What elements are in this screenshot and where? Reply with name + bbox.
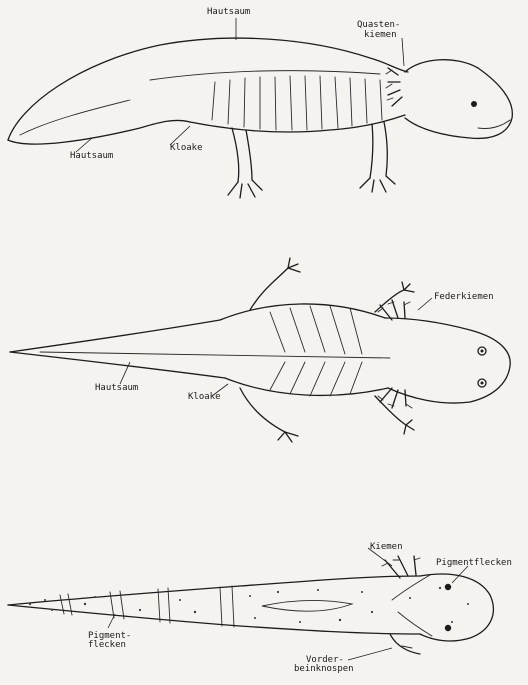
adult-side-eye: [471, 101, 477, 107]
adult-side-fore-leg: [360, 122, 395, 192]
leader-quastenkiemen: [402, 38, 404, 66]
leader-pigment-flecken: [108, 614, 115, 628]
larva-head: [420, 574, 493, 641]
adult-side-gills: [386, 68, 402, 106]
adult-ventral-tail-lower: [10, 352, 225, 378]
adult-side-tail-inner-fin: [20, 100, 130, 135]
label-vorderbeinknospen-2: beinknospen: [294, 664, 354, 674]
larva-gills: [382, 556, 420, 578]
label-pigment-flecken-2: flecken: [88, 640, 126, 650]
adult-side-costal-grooves: [212, 76, 382, 130]
larva-drawing: Kiemen Pigmentflecken Pigment- flecken V…: [8, 542, 512, 674]
adult-side-tail-underside: [8, 120, 190, 144]
adult-ventral-hind-limb-lower: [240, 388, 298, 442]
adult-ventral-tail-upper: [10, 320, 220, 352]
larva-eye-left: [445, 584, 451, 590]
larva-forelimb-buds: [390, 634, 420, 654]
adult-side-drawing: Hautsaum Quasten- kiemen Hautsaum Kloake: [8, 7, 512, 198]
adult-ventral-tail-midline: [40, 352, 390, 358]
larva-pigment-streak-1: [262, 600, 352, 611]
label-quastenkiemen-1: Quasten-: [357, 20, 400, 30]
label-pigmentflecken: Pigmentflecken: [436, 558, 512, 568]
larva-tail-upper: [8, 576, 420, 605]
leader-federkiemen: [418, 298, 432, 310]
larva-eye-right: [445, 625, 451, 631]
leader-vorderbeinknospen: [348, 648, 392, 660]
label-federkiemen: Federkiemen: [434, 292, 494, 302]
adult-ventral-rib-lines: [270, 306, 362, 396]
label-hautsaum-top: Hautsaum: [207, 7, 250, 17]
adult-ventral-drawing: Federkiemen Hautsaum Kloake: [10, 258, 510, 442]
label-kiemen: Kiemen: [370, 542, 403, 552]
label-kloake-side: Kloake: [170, 143, 203, 153]
adult-side-back: [150, 71, 380, 80]
adult-ventral-body-lower: [225, 378, 388, 395]
label-kloake-ventral: Kloake: [188, 392, 221, 402]
adult-side-mouth: [478, 120, 510, 129]
adult-ventral-feather-gills: [378, 300, 412, 408]
adult-side-hind-leg: [228, 128, 262, 198]
adult-ventral-head: [385, 318, 510, 403]
label-hautsaum-tail: Hautsaum: [70, 151, 113, 161]
adult-ventral-body-upper: [220, 304, 385, 320]
larva-tail-lower: [8, 605, 420, 634]
label-hautsaum-ventral: Hautsaum: [95, 383, 138, 393]
larva-tail-pigment-bands: [60, 586, 234, 627]
adult-ventral-hind-limb-upper: [250, 258, 300, 310]
label-quastenkiemen-2: kiemen: [364, 30, 397, 40]
larva-pigment-streak-2: [392, 575, 432, 636]
